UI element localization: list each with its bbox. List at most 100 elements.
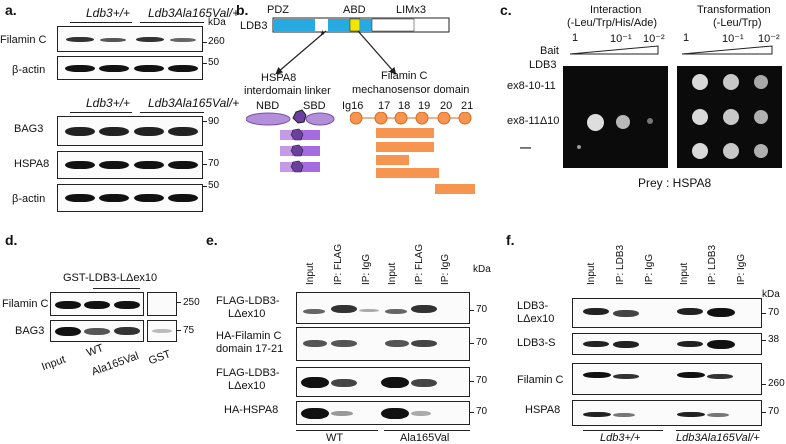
dilution-wedges bbox=[569, 45, 773, 55]
filamin-constructs bbox=[350, 112, 475, 194]
blot-label-beta-actin-2: β-actin bbox=[12, 193, 46, 205]
blot-label-d-bag3: BAG3 bbox=[15, 325, 45, 337]
panel-a-genotype-wt-2: Ldb3+/+ bbox=[86, 96, 131, 110]
mw-f4: 70 bbox=[768, 406, 780, 417]
blot-d-bag3 bbox=[50, 320, 144, 342]
ldb3-domain-diagram bbox=[272, 17, 450, 75]
ig-label-18: 18 bbox=[398, 100, 411, 112]
blot-label-e3-a: FLAG-LDB3- bbox=[216, 367, 280, 379]
row-empty: — bbox=[520, 142, 531, 154]
mw-90: 90 bbox=[208, 116, 220, 127]
blot-d-filamin-c-gst bbox=[147, 292, 177, 316]
dil-3-right: 10⁻² bbox=[758, 33, 780, 45]
blot-e-flag-ldb3-2 bbox=[296, 367, 470, 397]
sbd-label: SBD bbox=[303, 100, 326, 112]
lane-f-igg-1: IP: IgG bbox=[644, 253, 655, 285]
blot-d-bag3-gst bbox=[147, 320, 177, 342]
group-e-wt: WT bbox=[326, 432, 344, 444]
panel-b-label: b. bbox=[236, 2, 249, 18]
lane-e-igg-2: IP: IgG bbox=[440, 253, 451, 285]
lane-e-ipflag-1: IP: FLAG bbox=[333, 243, 344, 285]
bait-protein: LDB3 bbox=[529, 59, 557, 71]
blot-label-e1-b: LΔex10 bbox=[228, 308, 266, 320]
blot-f-filamin-c bbox=[572, 363, 762, 395]
row-ex8-11d10: ex8-11Δ10 bbox=[507, 115, 560, 127]
blot-e-ha-hspa8 bbox=[296, 401, 470, 425]
lane-e-ipflag-2: IP: FLAG bbox=[414, 243, 425, 285]
domain-abd: ABD bbox=[343, 4, 366, 16]
blot-f-hspa8 bbox=[572, 400, 762, 426]
mw-e3: 70 bbox=[476, 375, 488, 386]
ig-label-21: 21 bbox=[461, 100, 474, 112]
panel-a-genotype-mut: Ldb3Ala165Val/+ bbox=[148, 6, 240, 20]
mw-f2: 38 bbox=[768, 334, 780, 345]
nbd-label: NBD bbox=[256, 100, 280, 112]
lane-f-input-1: Input bbox=[586, 262, 597, 285]
lane-e-input-1: Input bbox=[305, 262, 316, 285]
mw-e2: 70 bbox=[476, 337, 488, 348]
ig-label-19: 19 bbox=[418, 100, 431, 112]
mw-e1: 70 bbox=[476, 304, 488, 315]
panel-f-kda: kDa bbox=[762, 289, 780, 300]
lane-d-input: Input bbox=[40, 353, 68, 374]
mw-50-b: 50 bbox=[208, 180, 220, 191]
ig-label-17: 17 bbox=[378, 100, 391, 112]
lane-e-input-2: Input bbox=[387, 262, 398, 285]
blot-label-f4: HSPA8 bbox=[525, 404, 561, 416]
dil-2-right: 10⁻¹ bbox=[722, 33, 744, 45]
group-f-wt: Ldb3+/+ bbox=[600, 432, 641, 444]
mw-e4: 70 bbox=[476, 406, 488, 417]
panel-a-genotype-mut-2: Ldb3Ala165Val/+ bbox=[148, 96, 240, 110]
filamin-subtitle: mechanosensor domain bbox=[352, 84, 470, 96]
blot-label-filamin-c: Filamin C bbox=[0, 34, 47, 46]
panel-a-kda: kDa bbox=[208, 17, 226, 28]
plate-transformation bbox=[677, 66, 782, 168]
transformation-media: (-Leu/Trp) bbox=[713, 17, 762, 29]
blot-label-beta-actin: β-actin bbox=[12, 64, 46, 76]
blot-e-flag-ldb3 bbox=[296, 292, 470, 324]
plate-interaction bbox=[563, 66, 668, 168]
blot-bag3 bbox=[57, 116, 203, 146]
interaction-title: Interaction bbox=[590, 4, 642, 16]
lane-d-wt: WT bbox=[85, 342, 106, 360]
blot-beta-actin bbox=[57, 56, 203, 80]
blot-label-bag3: BAG3 bbox=[14, 123, 44, 135]
mw-f1: 70 bbox=[768, 307, 780, 318]
domain-pdz: PDZ bbox=[267, 4, 289, 16]
lane-e-igg-1: IP: IgG bbox=[361, 253, 372, 285]
interaction-media: (-Leu/Trp/His/Ade) bbox=[567, 17, 658, 29]
ig-label-16: Ig16 bbox=[342, 100, 364, 112]
panel-f-label: f. bbox=[506, 232, 515, 248]
blot-f-ldb3-s bbox=[572, 333, 762, 355]
dil-1-right: 1 bbox=[683, 32, 690, 44]
mw-260: 260 bbox=[208, 36, 225, 47]
blot-d-filamin-c bbox=[50, 292, 144, 316]
panel-e-label: e. bbox=[206, 232, 218, 248]
blot-f-ldb3-l bbox=[572, 298, 762, 328]
hspa8-subtitle: interdomain linker bbox=[244, 85, 331, 97]
pulldown-header: GST-LDB3-LΔex10 bbox=[63, 272, 158, 284]
mw-250: 250 bbox=[183, 297, 200, 308]
blot-label-e4: HA-HSPA8 bbox=[224, 404, 279, 416]
lane-d-gst: GST bbox=[147, 348, 173, 368]
lane-f-input-2: Input bbox=[679, 262, 690, 285]
lane-f-ipldb3-1: IP: LDB3 bbox=[615, 244, 626, 285]
blot-beta-actin-2 bbox=[57, 184, 203, 212]
panel-d-label: d. bbox=[5, 232, 18, 248]
domain-limx3: LIMx3 bbox=[396, 4, 426, 16]
lane-f-igg-2: IP: IgG bbox=[736, 253, 747, 285]
blot-label-f1-b: LΔex10 bbox=[517, 313, 555, 325]
group-e-ala165val: Ala165Val bbox=[400, 432, 450, 444]
blot-label-e1-a: FLAG-LDB3- bbox=[216, 295, 280, 307]
lane-f-ipldb3-2: IP: LDB3 bbox=[707, 244, 718, 285]
blot-label-f3: Filamin C bbox=[517, 374, 564, 386]
blot-filamin-c bbox=[57, 26, 203, 52]
panel-a-genotype-wt: Ldb3+/+ bbox=[86, 6, 131, 20]
blot-hspa8 bbox=[57, 151, 203, 179]
blot-label-d-filamin-c: Filamin C bbox=[2, 298, 49, 310]
prey-label: Prey : HSPA8 bbox=[638, 176, 712, 190]
blot-label-e3-b: LΔex10 bbox=[228, 380, 266, 392]
blot-e-ha-filamin bbox=[296, 327, 470, 361]
mutation-marker: * bbox=[320, 28, 325, 42]
mw-75: 75 bbox=[183, 325, 195, 336]
